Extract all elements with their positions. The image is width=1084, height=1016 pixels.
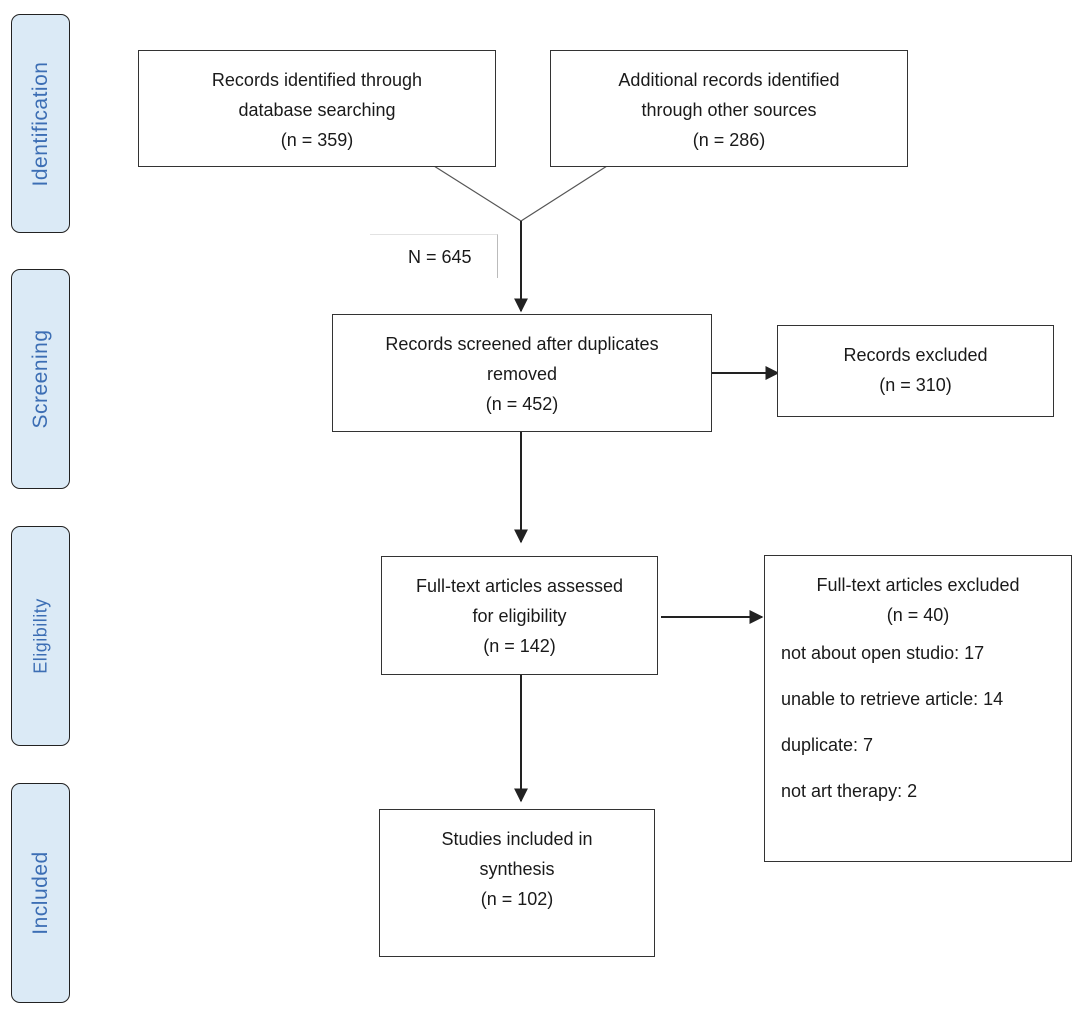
studies-included-box: Studies included in synthesis (n = 102) [379,809,655,957]
records-screened-line1: Records screened after duplicates [385,334,659,354]
fulltext-assessed-line2: for eligibility [472,606,567,626]
studies-included-line2: synthesis [479,859,555,879]
exclusion-reason: not art therapy: 2 [781,781,918,801]
records-excluded-count: (n = 310) [879,375,952,395]
records-screened-line2: removed [486,364,558,384]
records-database-count: (n = 359) [280,130,354,150]
studies-included-count: (n = 102) [480,889,554,909]
total-records-label: N = 645 [370,234,498,278]
exclusion-reason: unable to retrieve article: 14 [781,689,1004,709]
fulltext-excluded-box: Full-text articles excluded (n = 40) not… [764,555,1072,862]
merge-line-left [433,165,522,222]
records-database-line1: Records identified through [211,70,423,90]
stage-screening: Screening [11,269,70,489]
records-other-line2: through other sources [641,100,817,120]
exclusion-reason: duplicate: 7 [781,735,874,755]
fulltext-assessed-line1: Full-text articles assessed [415,576,624,596]
stage-included: Included [11,783,70,1003]
exclusion-reason: not about open studio: 17 [781,643,985,663]
records-excluded-box: Records excluded (n = 310) [777,325,1054,417]
records-other-count: (n = 286) [692,130,766,150]
records-screened-count: (n = 452) [485,394,559,414]
fulltext-excluded-title: Full-text articles excluded [816,575,1020,595]
fulltext-excluded-count: (n = 40) [886,605,950,625]
records-excluded-line1: Records excluded [843,345,988,365]
fulltext-assessed-count: (n = 142) [483,636,556,656]
merge-line-right [520,165,608,222]
records-database-box: Records identified through database sear… [138,50,496,167]
records-screened-box: Records screened after duplicates remove… [332,314,712,432]
studies-included-line1: Studies included in [441,829,593,849]
fulltext-assessed-box: Full-text articles assessed for eligibil… [381,556,658,675]
records-database-line2: database searching [238,100,396,120]
records-other-line1: Additional records identified [618,70,840,90]
stage-identification: Identification [11,14,70,233]
stage-eligibility: Eligibility [11,526,70,746]
records-other-sources-box: Additional records identified through ot… [550,50,908,167]
